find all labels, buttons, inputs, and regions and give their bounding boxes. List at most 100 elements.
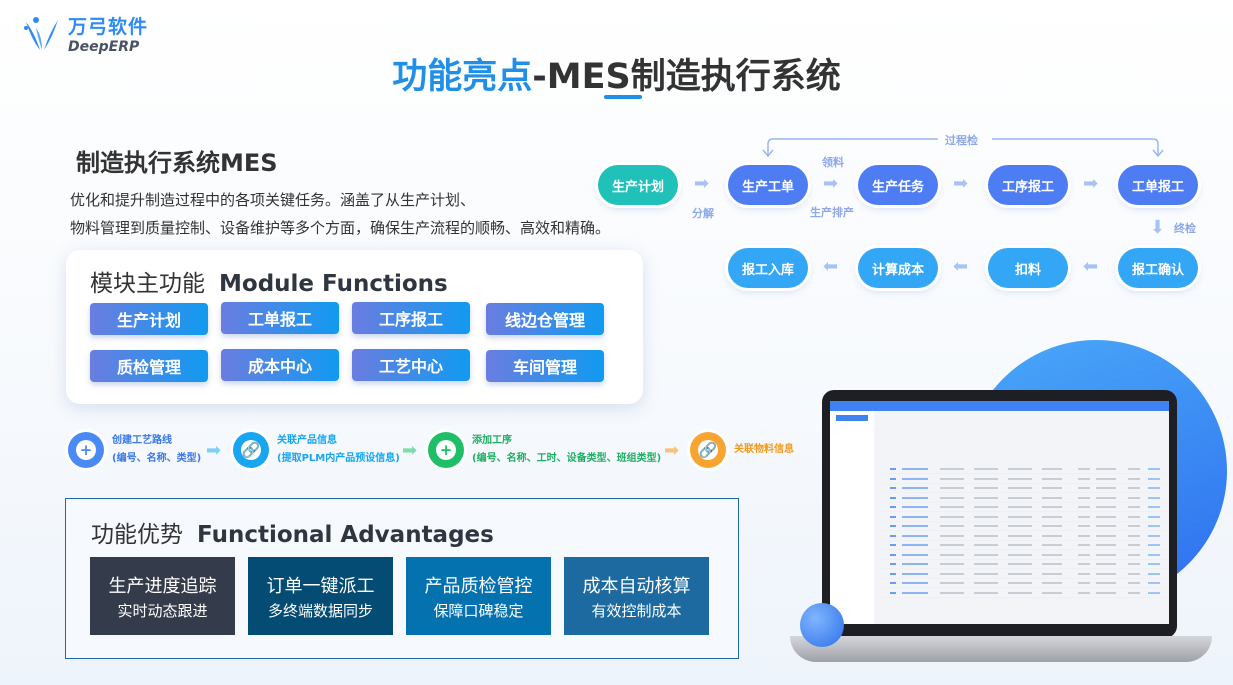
advantages-title-en: Functional Advantages <box>197 522 494 548</box>
advantage-sub: 实时动态跟进 <box>117 601 208 620</box>
label-process-check: 过程检 <box>945 134 978 147</box>
flow-node: 扣料 <box>988 248 1068 288</box>
flow-node: 报工入库 <box>728 248 808 288</box>
module-button[interactable]: 成本中心 <box>221 349 339 381</box>
step-title: 添加工序 <box>472 435 512 446</box>
table-row <box>882 503 1165 512</box>
table-row <box>882 513 1165 522</box>
step-title: 关联物料信息 <box>734 444 794 455</box>
arrow-right-icon: ➡ <box>1083 173 1099 194</box>
link-icon: 🔗 <box>690 432 726 468</box>
table-row <box>882 465 1165 474</box>
module-title-cn: 模块主功能 <box>90 271 205 297</box>
laptop-base <box>790 636 1212 662</box>
arrow-right-icon: ➡ <box>206 440 222 461</box>
label-pick: 领料 <box>822 156 844 169</box>
flow-node: 工序报工 <box>988 165 1068 205</box>
step-sub: (编号、名称、类型) <box>112 453 202 464</box>
label-final-check: 终检 <box>1174 222 1196 235</box>
table-row <box>882 551 1165 560</box>
step-link-product: 🔗 关联产品信息 (提取PLM内产品预设信息) <box>233 432 400 468</box>
table-row <box>882 522 1165 531</box>
flow-node: 生产工单 <box>728 165 808 205</box>
advantage-main: 产品质检管控 <box>424 575 533 597</box>
table-row <box>882 484 1165 493</box>
arrow-down-icon: ⬇ <box>1150 217 1166 238</box>
table-row <box>882 494 1165 503</box>
arrow-right-icon: ➡ <box>402 440 418 461</box>
advantage-sub: 多终端数据同步 <box>267 601 373 620</box>
advantage-main: 订单一键派工 <box>266 575 375 597</box>
advantage-tile: 成本自动核算有效控制成本 <box>564 557 709 635</box>
advantage-tile: 产品质检管控保障口碑稳定 <box>406 557 551 635</box>
advantage-tile: 生产进度追踪实时动态跟进 <box>90 557 235 635</box>
decorative-sphere <box>800 603 844 647</box>
intro-line: 优化和提升制造过程中的各项关键任务。涵盖了从生产计划、 <box>70 191 476 209</box>
table-row <box>882 570 1165 579</box>
step-create-route: + 创建工艺路线 (编号、名称、类型) <box>68 432 201 468</box>
title-highlight: 功能亮点 <box>392 57 533 97</box>
arrow-right-icon: ➡ <box>664 440 680 461</box>
advantages-title-cn: 功能优势 <box>91 522 183 548</box>
step-add-process: + 添加工序 (编号、名称、工时、设备类型、班组类型) <box>428 432 661 468</box>
table-row <box>882 541 1165 550</box>
page-title: 功能亮点-MES制造执行系统 <box>0 48 1233 99</box>
advantage-main: 成本自动核算 <box>582 575 691 597</box>
flow-node: 计算成本 <box>858 248 938 288</box>
title-rest: -MES制造执行系统 <box>532 57 841 97</box>
module-button[interactable]: 线边仓管理 <box>486 303 604 335</box>
plus-icon: + <box>428 432 464 468</box>
table-row <box>882 560 1165 569</box>
logo-icon <box>24 16 58 50</box>
module-heading: 模块主功能 Module Functions <box>90 264 448 298</box>
arrow-right-icon: ➡ <box>694 173 710 194</box>
step-link-material: 🔗 关联物料信息 <box>690 432 794 468</box>
step-title: 关联产品信息 <box>277 435 337 446</box>
arrow-right-icon: ➡ <box>953 173 969 194</box>
intro-heading: 制造执行系统MES <box>76 149 278 177</box>
module-button[interactable]: 车间管理 <box>486 350 604 382</box>
table-row <box>882 579 1165 588</box>
arrow-left-icon: ⬅ <box>823 256 839 277</box>
module-button[interactable]: 工艺中心 <box>352 349 470 381</box>
table-row <box>882 475 1165 484</box>
logo-text-cn: 万弓软件 <box>68 16 149 38</box>
laptop-screen <box>830 401 1169 624</box>
arrow-left-icon: ⬅ <box>953 256 969 277</box>
advantage-sub: 有效控制成本 <box>591 601 682 620</box>
flow-node: 工单报工 <box>1118 165 1198 205</box>
arrow-right-icon: ➡ <box>823 173 839 194</box>
module-button[interactable]: 质检管理 <box>90 350 208 382</box>
label-split: 分解 <box>692 207 714 220</box>
step-sub: (提取PLM内产品预设信息) <box>277 453 400 464</box>
advantage-sub: 保障口碑稳定 <box>433 601 524 620</box>
app-header-bar <box>830 401 1169 411</box>
module-button[interactable]: 生产计划 <box>90 303 208 335</box>
plus-icon: + <box>68 432 104 468</box>
module-functions-card: 模块主功能 Module Functions 生产计划 工单报工 工序报工 线边仓… <box>66 250 643 404</box>
title-underline <box>604 95 642 99</box>
flow-node: 生产任务 <box>858 165 938 205</box>
link-icon: 🔗 <box>233 432 269 468</box>
module-title-en: Module Functions <box>219 271 448 297</box>
process-check-loop <box>762 138 1164 158</box>
intro-line: 物料管理到质量控制、设备维护等多个方面，确保生产流程的顺畅、高效和精确。 <box>70 219 611 237</box>
advantage-main: 生产进度追踪 <box>108 575 217 597</box>
step-sub: (编号、名称、工时、设备类型、班组类型) <box>472 453 662 464</box>
arrow-left-icon: ⬅ <box>1083 256 1099 277</box>
label-schedule: 生产排产 <box>810 206 854 219</box>
functional-advantages-panel: 功能优势 Functional Advantages 生产进度追踪实时动态跟进 订… <box>65 498 739 659</box>
intro-description: 优化和提升制造过程中的各项关键任务。涵盖了从生产计划、物料管理到质量控制、设备维… <box>70 186 710 242</box>
advantages-heading: 功能优势 Functional Advantages <box>91 515 494 549</box>
table-row <box>882 589 1165 598</box>
module-button[interactable]: 工单报工 <box>221 302 339 334</box>
table-row <box>882 532 1165 541</box>
module-button[interactable]: 工序报工 <box>352 302 470 334</box>
flow-node: 生产计划 <box>598 165 678 205</box>
step-title: 创建工艺路线 <box>112 435 172 446</box>
laptop-illustration <box>822 390 1177 638</box>
logo-text-en: DeepERP <box>68 39 140 55</box>
app-sidebar <box>830 411 874 624</box>
flow-node: 报工确认 <box>1118 248 1198 288</box>
